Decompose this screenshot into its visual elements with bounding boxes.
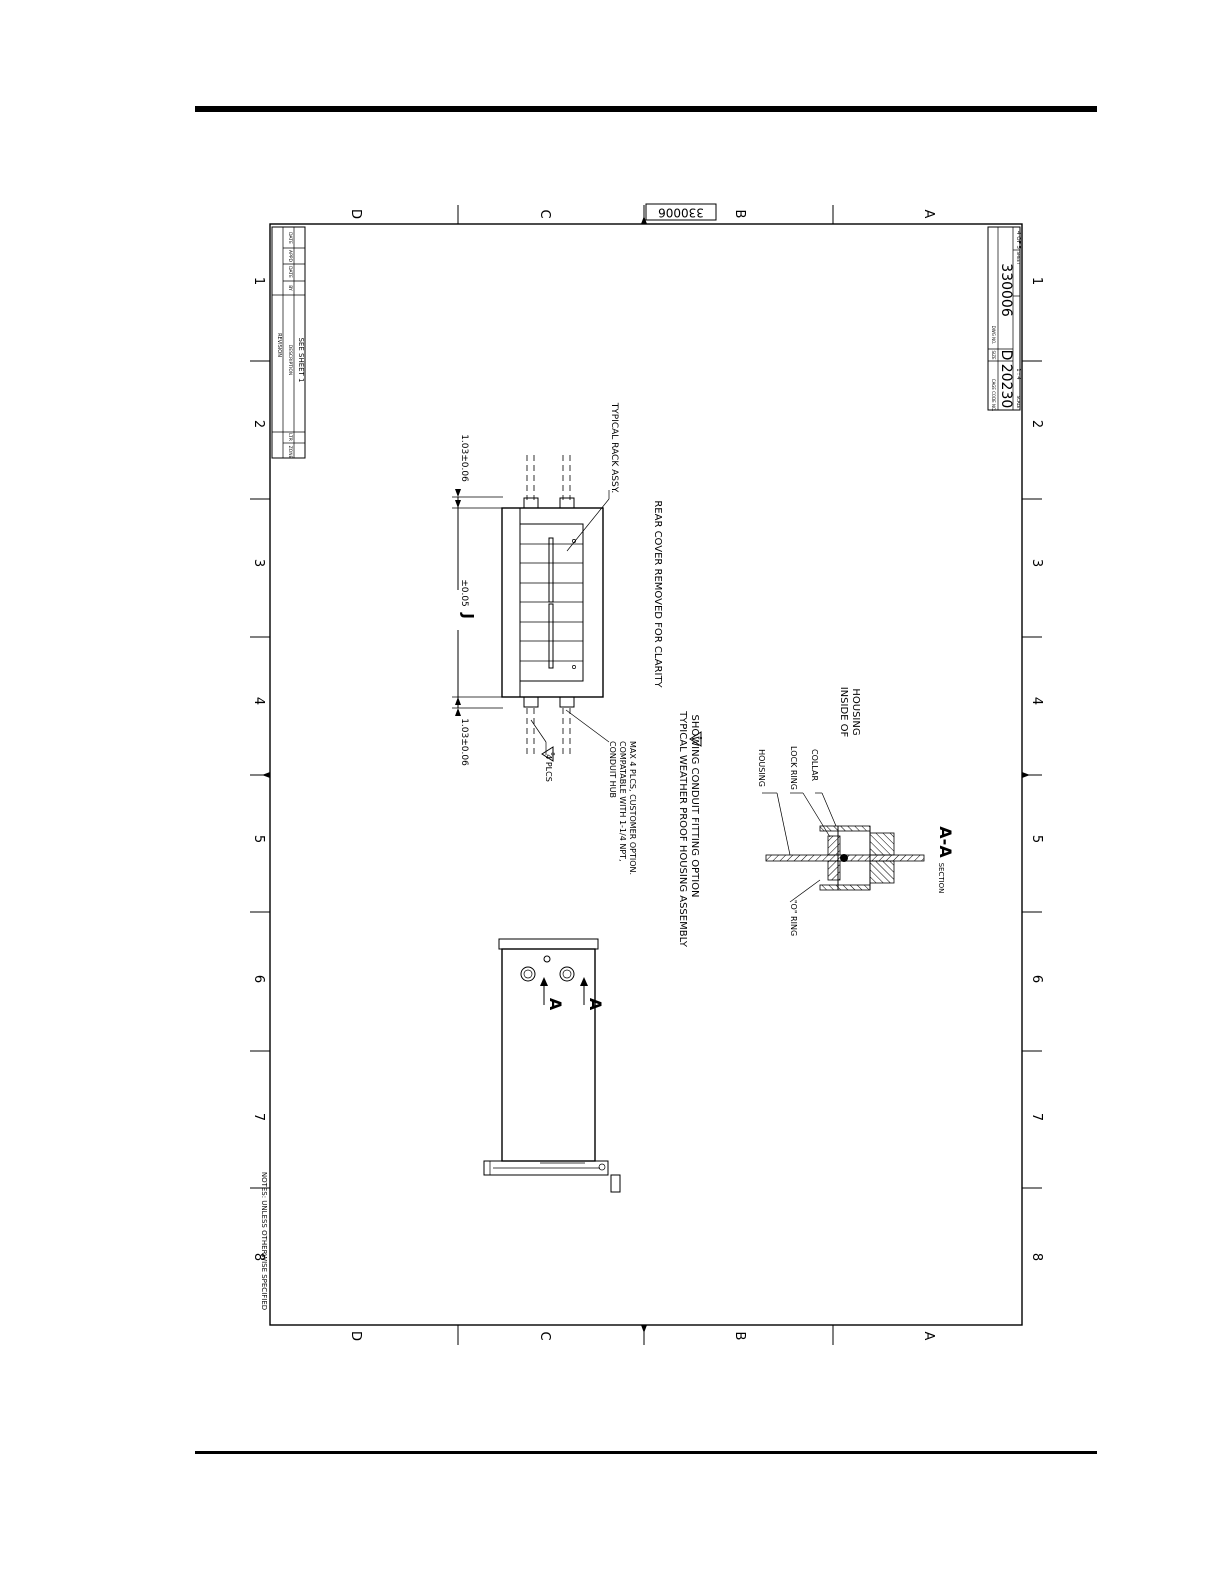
dwg-label: DWG NO. (991, 326, 996, 345)
section-id: A-A (936, 826, 955, 858)
label-o-ring: "O" RING (789, 900, 798, 936)
revision-col-by: BY (287, 285, 293, 291)
zone-col-label: 8 (251, 1253, 266, 1261)
revision-col-appd: APPD (287, 250, 293, 263)
dim-left: 1.03±0.06 (459, 718, 469, 766)
corner-dwg-number: 330006 (645, 203, 717, 221)
label-lock-ring: LOCK RING (789, 746, 798, 790)
dwg-value: 330006 (998, 263, 1014, 317)
pcs-label: 4 PLCS (544, 754, 553, 782)
side-view: A A (483, 938, 621, 1193)
dim-center-letter: J (459, 612, 477, 619)
size-value: D (998, 350, 1014, 361)
caption-line-1: TYPICAL WEATHER PROOF HOUSING ASSEMBLY (677, 710, 688, 948)
cage-label: CAGE CODE NO. (991, 379, 996, 411)
revision-col-zone: ZONE (287, 446, 293, 459)
zone-row-label: B (732, 210, 747, 219)
section-marker: A (546, 998, 565, 1011)
caption-flag: 8 (696, 736, 702, 739)
label-collar: COLLAR (810, 749, 819, 781)
hub-note-1: CONDUIT HUB (608, 741, 617, 798)
dim-center-tol: ±0.05 (459, 579, 469, 607)
rack-label: TYPICAL RACK ASSY. (609, 402, 619, 493)
zone-rows-top: D C B A (348, 209, 936, 219)
section-word: SECTION (937, 863, 945, 894)
notes-text: NOTES: UNLESS OTHERWISE SPECIFIED (260, 1172, 268, 1310)
label-housing: HOUSING (757, 749, 766, 787)
zone-col-label: 3 (1029, 559, 1044, 567)
revision-entry: SEE SHEET 1 (297, 337, 305, 382)
label-inside-2: HOUSING (850, 688, 861, 735)
revision-block: REVISION ZONE LTR DESCRIPTION BY DATE AP… (271, 226, 306, 459)
rear-cover-note: REAR COVER REMOVED FOR CLARITY (652, 500, 663, 688)
revision-col-description: DESCRIPTION (287, 345, 293, 375)
zone-col-label: 8 (1029, 1253, 1044, 1261)
zone-col-label: 4 (251, 697, 266, 705)
zone-row-label: A (921, 1332, 936, 1341)
zone-row-label: C (537, 1331, 552, 1340)
zone-col-label: 1 (1029, 277, 1044, 285)
zone-col-label: 4 (1029, 697, 1044, 705)
zone-row-label: C (537, 209, 552, 218)
housing-assembly-view: 1.03±0.06 1.03±0.06 J ±0.05 4 PLCS 8 TYP… (452, 402, 702, 948)
zone-col-label: 5 (1029, 835, 1044, 843)
zone-row-label: D (348, 209, 363, 219)
zone-col-label: 7 (1029, 1113, 1044, 1121)
zone-col-label: 3 (251, 559, 266, 567)
zone-row-label: B (732, 1332, 747, 1341)
zone-col-label: 6 (1029, 975, 1044, 983)
sheet-label: SHEET (1016, 251, 1021, 265)
dim-center: J ±0.05 (452, 579, 477, 630)
hub-note-3: MAX 4 PLCS, CUSTOMER OPTION. (628, 741, 637, 875)
zone-col-label: 1 (251, 277, 266, 285)
sheet-value: 4 OF 5 (1015, 231, 1021, 249)
title-block: CAGE CODE NO. 20230 SIZE D DWG NO. 33000… (987, 226, 1021, 411)
dim-right: 1.03±0.06 (459, 434, 469, 482)
hub-note-2: COMPATABLE WITH 1-1/4 NPT, (618, 741, 627, 862)
cage-value: 20230 (998, 364, 1014, 409)
label-inside-1: INSIDE OF (838, 687, 849, 738)
sheet-border (250, 205, 1042, 1345)
revision-col-ltr: LTR (287, 433, 293, 441)
section-aa-view: HOUSING LOCK RING COLLAR "O" RING INSIDE… (757, 687, 955, 936)
zone-col-label: 5 (251, 835, 266, 843)
scale-value: 1 : 4 (1015, 368, 1021, 379)
revision-col-appd-date: DATE (287, 232, 293, 244)
pcs-flag: 8 (549, 752, 555, 755)
scale-label: SCALE (1016, 396, 1021, 409)
page-header-rule (195, 106, 1097, 112)
page-footer-rule (195, 1451, 1097, 1454)
zone-col-label: 2 (251, 420, 266, 428)
revision-title: REVISION (276, 333, 282, 357)
section-marker: A (586, 998, 605, 1011)
revision-col-date: DATE (287, 266, 293, 278)
zone-cols-left: 1 2 3 4 5 6 7 8 (251, 277, 266, 1261)
zone-cols-right: 1 2 3 4 5 6 7 8 (1029, 277, 1044, 1261)
zone-rows-bottom: D C B A (348, 1331, 936, 1341)
zone-col-label: 2 (1029, 420, 1044, 428)
corner-dwg-number-text: 330006 (658, 206, 704, 220)
caption-line-2: SHOWING CONDUIT FITTING OPTION (689, 715, 700, 898)
zone-col-label: 7 (251, 1113, 266, 1121)
zone-row-label: D (348, 1331, 363, 1341)
size-label: SIZE (991, 351, 996, 360)
zone-col-label: 6 (251, 975, 266, 983)
zone-row-label: A (921, 210, 936, 219)
